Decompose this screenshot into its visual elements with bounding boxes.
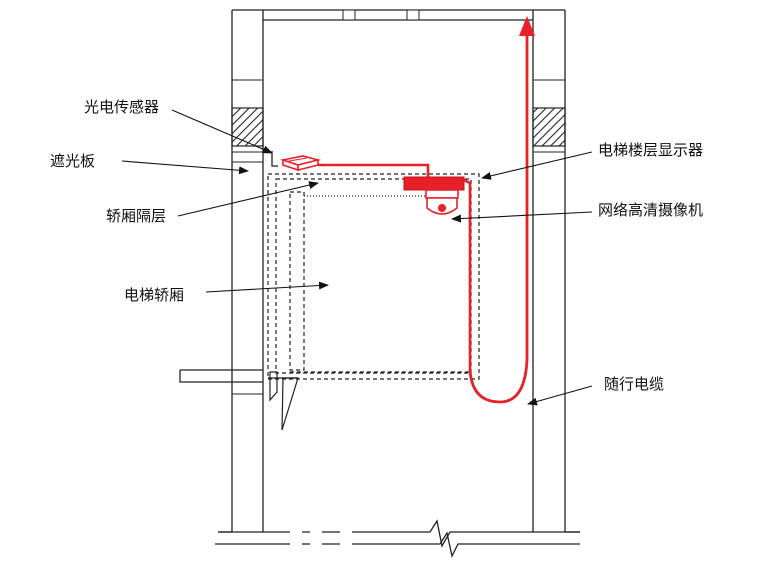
right-hatched-beam <box>532 107 566 147</box>
floor-display-device <box>403 176 465 191</box>
left-shaft-wall <box>231 9 264 532</box>
left-hatched-beam <box>231 107 264 147</box>
label-elevator-car: 电梯轿厢 <box>124 286 185 304</box>
right-shaft-wall <box>532 9 566 532</box>
display-to-cable-wire <box>463 178 472 370</box>
leader-lines <box>121 109 593 406</box>
traveling-cable <box>468 34 529 404</box>
traveling-cable-arrowhead <box>519 16 535 36</box>
label-hd-camera: 网络高清摄像机 <box>598 201 704 219</box>
shaft-bottom <box>215 519 580 558</box>
hd-camera-device <box>425 189 459 215</box>
label-car-interlayer: 轿厢隔层 <box>106 207 167 225</box>
sensor-wire <box>318 163 430 178</box>
shaft-top-slab <box>263 9 533 21</box>
label-traveling-cable: 随行电缆 <box>604 375 665 393</box>
label-photo-sensor: 光电传感器 <box>84 98 160 116</box>
light-shield <box>271 151 278 167</box>
label-floor-display: 电梯楼层显示器 <box>598 141 704 159</box>
label-light-shield: 遮光板 <box>50 152 96 170</box>
landing-sill <box>179 369 299 431</box>
photoelectric-sensor <box>279 155 322 172</box>
